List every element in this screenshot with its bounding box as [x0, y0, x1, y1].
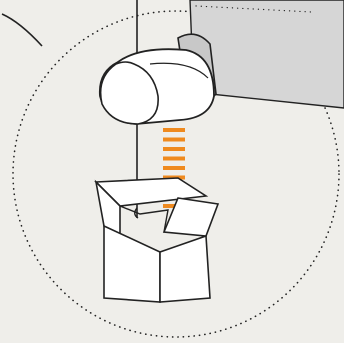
orange-dash [163, 138, 185, 142]
orange-dash [163, 166, 185, 170]
outer-arc [2, 14, 42, 46]
orange-dash [163, 128, 185, 132]
orange-dash [163, 157, 185, 161]
open-box [96, 178, 218, 302]
orange-dash [163, 147, 185, 151]
